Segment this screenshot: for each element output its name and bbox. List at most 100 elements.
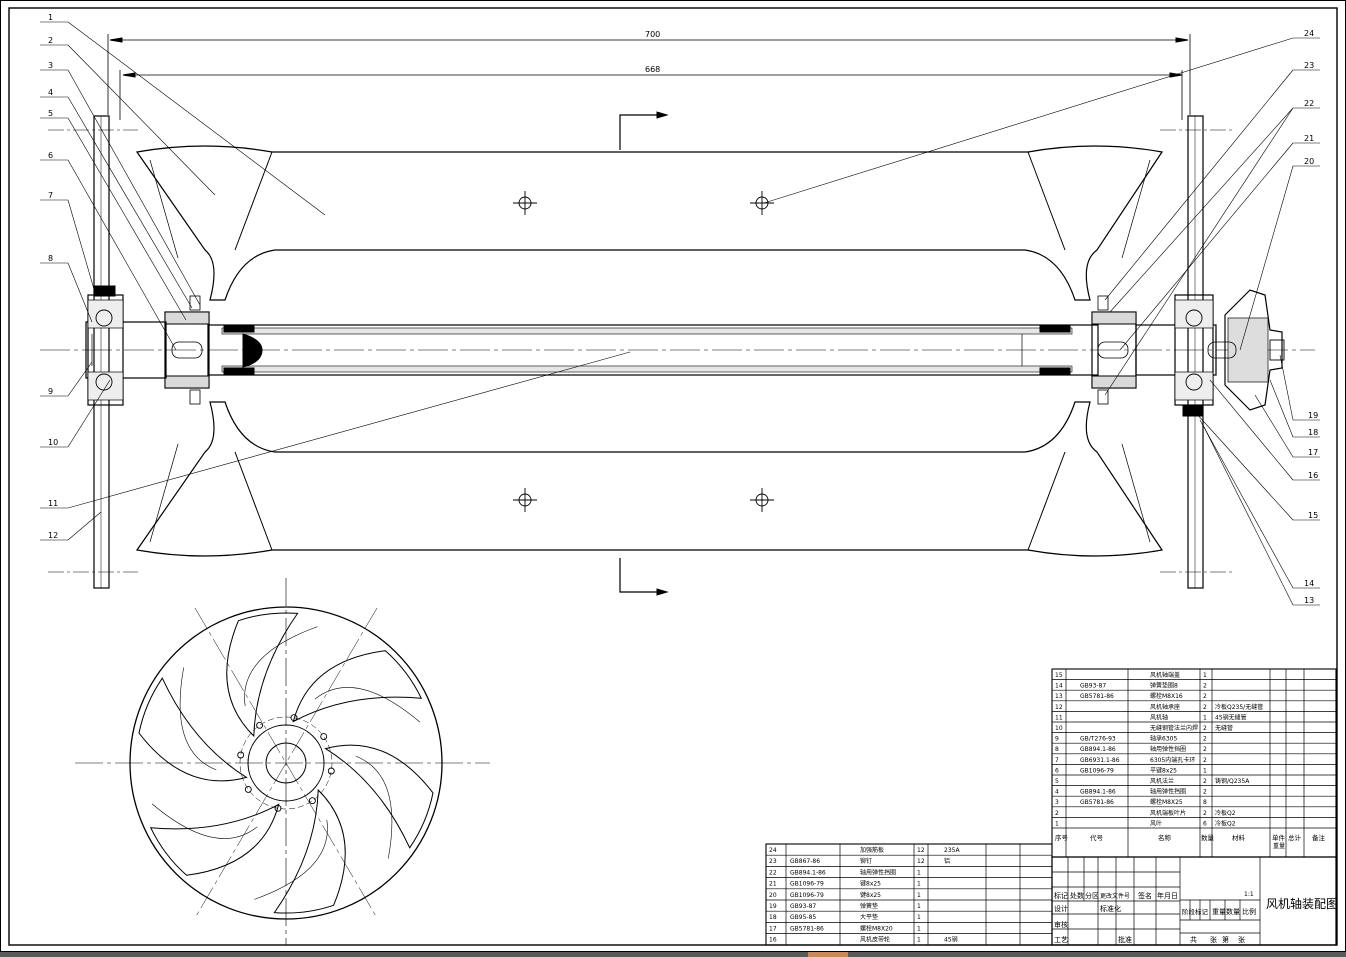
bom-cell: 10	[1055, 725, 1063, 732]
leader-label: 12	[48, 531, 58, 540]
impeller-blade-edge	[151, 803, 258, 839]
bom-cell: 轴承6305	[1150, 735, 1177, 743]
bom-cell: GB1096-79	[1080, 767, 1114, 774]
bom-cell: 2	[1203, 810, 1207, 817]
bom-cell: 22	[769, 869, 777, 876]
bom-cell: 5	[1055, 778, 1059, 785]
bom-cell: 3	[1055, 799, 1059, 806]
dimension-700: 700	[645, 30, 660, 39]
bom-cell: 12	[917, 847, 925, 854]
bom-cell: 4	[1055, 789, 1059, 796]
bom-header-cell: 单件	[1272, 833, 1286, 842]
title-block-text: 标记 处数 分区 更改文件号 签名 年月日 设计 标准化 审核 工艺 批准 阶段…	[1054, 891, 1338, 944]
title-block	[1051, 856, 1337, 946]
leader-label: 8	[48, 254, 53, 263]
bom-cell: 风机端板叶片	[1150, 809, 1186, 817]
tb-total-sheets: 共	[1190, 935, 1197, 944]
bom-cell: 加强筋板	[860, 846, 884, 854]
bom-cell: GB95-85	[790, 914, 816, 921]
bom-cell: 2	[1203, 704, 1207, 711]
bom-cell: 20	[769, 892, 777, 899]
bom-cell: 2	[1203, 725, 1207, 732]
tb-approve: 批准	[1118, 935, 1132, 944]
bom-cell: 螺栓M8X16	[1150, 692, 1183, 700]
bom-cell: 2	[1055, 810, 1059, 817]
tb-review: 审核	[1054, 920, 1068, 929]
bom-cell: 6	[1055, 767, 1059, 774]
impeller-blade	[149, 803, 280, 876]
bom-cell: 2	[1203, 683, 1207, 690]
bom-cell: 16	[769, 937, 777, 944]
bom-header-cell: 备注	[1312, 833, 1326, 842]
inner-border	[8, 7, 1338, 946]
leader-label: 15	[1308, 511, 1318, 520]
bom-cell: 7	[1055, 757, 1059, 764]
bom-cell: 45钢	[944, 936, 958, 944]
bom-cell: 轴用弹性挡圈	[1150, 745, 1186, 753]
bom-header-cell: 重量	[1273, 842, 1285, 850]
tb-label-change: 更改文件号	[1100, 892, 1130, 900]
impeller-blade	[292, 650, 423, 723]
bom-cell: 2	[1203, 789, 1207, 796]
leader-label: 16	[1308, 471, 1318, 480]
bom-cell: 13	[1055, 693, 1063, 700]
bom-cell: 铆钉	[860, 857, 872, 865]
dimension-668: 668	[645, 65, 660, 74]
bom-cell: 铸钢/Q235A	[1215, 777, 1250, 785]
bom-cell: 24	[769, 847, 777, 854]
taskbar-accent	[808, 952, 848, 957]
bom-cell: 1	[917, 903, 921, 910]
bom-cell: 风机轴承座	[1150, 703, 1180, 711]
leader-label: 20	[1304, 157, 1314, 166]
bom-cell: 风叶	[1150, 819, 1162, 827]
bom-cell: 螺栓M8X20	[860, 924, 893, 932]
leader-label: 6	[48, 151, 53, 160]
bolt-hole	[308, 797, 316, 805]
bom-cell: 1	[1203, 714, 1207, 721]
bom-cell: GB5781-86	[1080, 693, 1114, 700]
bom-cell: 2	[1203, 736, 1207, 743]
bom-cell: 1	[917, 869, 921, 876]
bom-cell: 1	[917, 881, 921, 888]
bom-cell: 弹簧垫	[860, 902, 878, 910]
bom-cell: 8	[1203, 799, 1207, 806]
tb-design: 设计	[1054, 904, 1068, 913]
bom-cell: 无缝管	[1215, 724, 1233, 732]
bom-cell: GB93-87	[1080, 683, 1106, 690]
bom-cell: GB/T276-93	[1080, 736, 1116, 743]
bom-cell: 2	[1203, 693, 1207, 700]
bom-cell: 螺栓M8X25	[1150, 798, 1183, 806]
bolt-hole	[274, 804, 282, 812]
bom-cell: GB5781-86	[790, 925, 824, 932]
bom-cell: 1	[917, 892, 921, 899]
bom-cell: GB894.1-86	[790, 869, 826, 876]
tb-label-zone: 分区	[1085, 891, 1099, 900]
bom-cell: 轴用弹性挡圈	[1150, 788, 1186, 796]
bom-cell: 2	[1203, 757, 1207, 764]
bom-cell: 大平垫	[860, 913, 878, 921]
bom-header-cell: 总计	[1288, 833, 1302, 842]
bom-cell: GB1096-79	[790, 881, 824, 888]
tb-standardization: 标准化	[1100, 904, 1121, 913]
drawing-title: 风机轴装配图	[1266, 896, 1338, 911]
impeller-blade-edge	[179, 667, 217, 771]
bom-cell: 1	[917, 914, 921, 921]
bom-cell: 21	[769, 881, 777, 888]
bom-cell: 1	[1203, 672, 1207, 679]
bom-cell: GB1096-79	[790, 892, 824, 899]
bom-cell: GB93-87	[790, 903, 816, 910]
bolt-hole	[290, 714, 298, 722]
bom-cell: 12	[917, 858, 925, 865]
bom-cell: 2	[1203, 778, 1207, 785]
leader-label: 17	[1308, 448, 1318, 457]
leader-labels: 1 2 3 4 5 6 7 8 9 10 11 12 24 23 22 21 2…	[48, 13, 1318, 605]
impeller-blade-edge	[314, 687, 421, 723]
bolt-hole	[244, 785, 252, 793]
leader-label: 1	[48, 13, 53, 22]
side-view-impeller	[75, 578, 490, 945]
bom-cell: 无缝钢管法兰内焊	[1150, 724, 1198, 732]
leader-label: 11	[48, 499, 58, 508]
